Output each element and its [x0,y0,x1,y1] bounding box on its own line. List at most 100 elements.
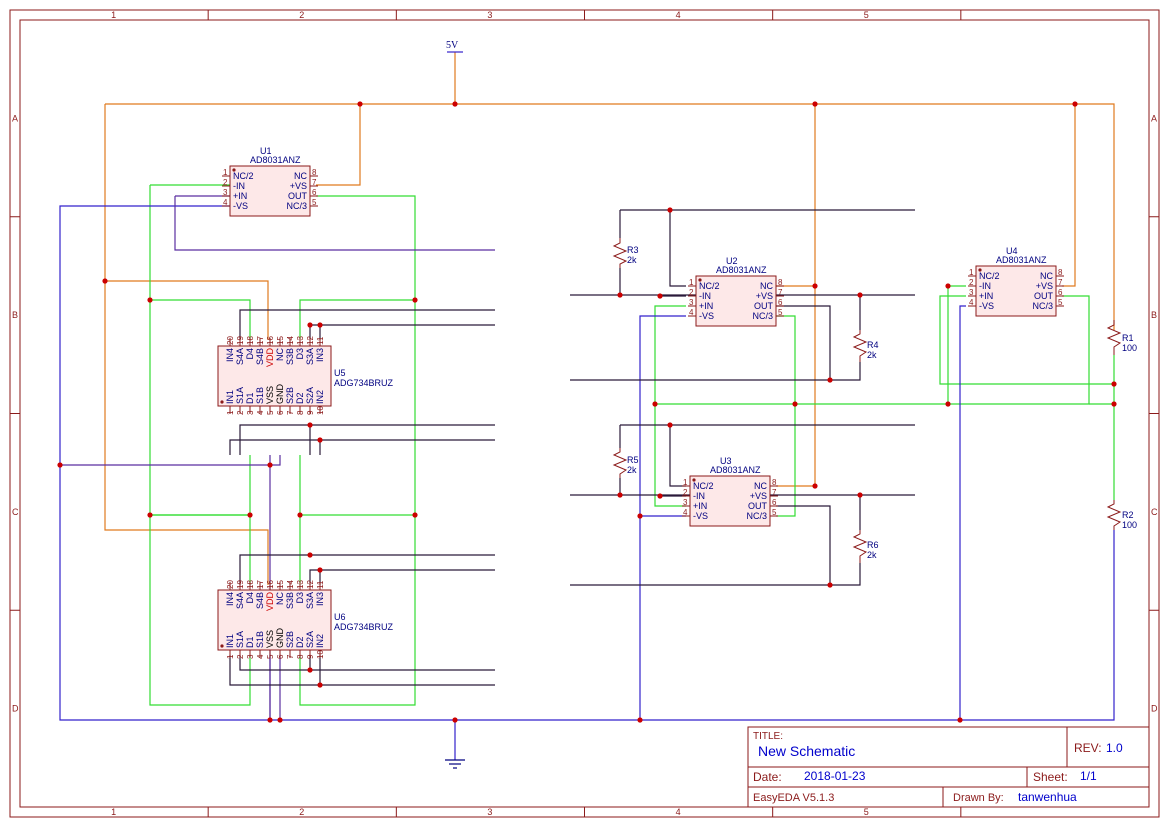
power-symbols: 5V [445,40,465,769]
pin1-dot [698,278,702,282]
pin-label: S3A [305,592,315,609]
pin-number: 2 [223,178,228,187]
junction-dot [812,483,818,489]
pin-number: 8 [778,278,783,287]
junction-dot [657,293,663,299]
pin-label: NC [294,171,307,181]
drawn-by-value: tanwenhua [1018,790,1077,804]
r6-ref: R6 [867,540,879,550]
pin-number: 7 [286,410,295,415]
junction-dot [945,283,951,289]
row-label: A [12,113,18,123]
pin-label: NC [754,481,767,491]
pin1-dot [232,168,236,172]
pin-label: OUT [754,301,774,311]
pin-number: 15 [276,336,285,345]
pin-number: 8 [1058,268,1063,277]
junction-dot [667,422,673,428]
junction-dot [812,283,818,289]
pin-label: S1B [255,387,265,404]
drawn-by-label: Drawn By: [953,792,1004,804]
pin-label: VSS [265,630,275,648]
pin-number: 20 [226,336,235,345]
pin-label: IN3 [315,348,325,362]
junction-dot [957,717,963,723]
pin-number: 14 [286,580,295,589]
pin-number: 10 [316,406,325,415]
title-label: TITLE: [753,731,783,742]
pin-label: IN4 [225,592,235,606]
pin-number: 5 [778,308,783,317]
junction-dot [277,717,283,723]
pin-label: NC/3 [752,311,773,321]
pin-number: 1 [683,478,688,487]
pin-label: NC/2 [979,271,1000,281]
pin-label: D1 [245,392,255,404]
ic-value: AD8031ANZ [996,255,1047,265]
pin-number: 16 [266,336,275,345]
junction-dot [1111,381,1117,387]
junction-dot [307,552,313,558]
pin-label: S1A [235,387,245,404]
junction-dot [812,101,818,107]
junction-dot [147,297,153,303]
pin-number: 3 [969,288,974,297]
pin-label: +IN [699,301,713,311]
pin-label: VDD [265,348,275,368]
pin-label: GND [275,384,285,405]
row-label: A [1151,113,1157,123]
row-label: B [12,310,18,320]
ic-value: AD8031ANZ [250,155,301,165]
junction-dot [147,512,153,518]
pin-number: 5 [266,410,275,415]
junction-dot [637,513,643,519]
pin-number: 6 [312,188,317,197]
pin-number: 20 [226,580,235,589]
pin-number: 3 [683,498,688,507]
pin-number: 11 [316,336,325,345]
pin-label: S3A [305,348,315,365]
ic-body [229,165,311,217]
pin-label: -IN [693,491,705,501]
pin-label: D2 [295,636,305,648]
junction-dot [1111,401,1117,407]
pin-number: 14 [286,336,295,345]
ic-body [975,265,1057,317]
pin1-dot [220,400,224,404]
junction-dot [267,717,273,723]
tool-version: EasyEDA V5.1.3 [753,792,834,804]
pin-label: -VS [693,511,708,521]
pin-number: 6 [772,498,777,507]
pin-number: 8 [312,168,317,177]
junction-dot [857,492,863,498]
pin-label: S1B [255,631,265,648]
junction-dot [102,278,108,284]
pin-label: -IN [699,291,711,301]
row-label: D [12,704,19,714]
pin-number: 1 [226,654,235,659]
pin-number: 3 [246,410,255,415]
pin-label: S4A [235,348,245,365]
schematic-title: New Schematic [758,743,855,759]
junction-dot [1072,101,1078,107]
pin-label: IN2 [315,390,325,404]
pin-label: NC/2 [699,281,720,291]
r5-value: 2k [627,465,637,475]
pin-number: 8 [772,478,777,487]
pin-number: 12 [306,580,315,589]
pin-number: 7 [286,654,295,659]
r2-ref: R2 [1122,510,1134,520]
vcc-5v-label: 5V [446,40,459,51]
ic-ref: U4 [1006,246,1018,256]
col-label: 2 [299,10,304,20]
pin-number: 16 [266,580,275,589]
switch-u6: 20IN41IN119S4A2S1A18D43D117S4B4S1B16VDD5… [217,580,394,659]
pin-label: S3B [285,592,295,609]
junction-dot [617,292,623,298]
junction-dot [617,492,623,498]
pin-number: 1 [223,168,228,177]
col-label: 2 [299,807,304,817]
pin-number: 8 [296,410,305,415]
pin-number: 6 [276,410,285,415]
